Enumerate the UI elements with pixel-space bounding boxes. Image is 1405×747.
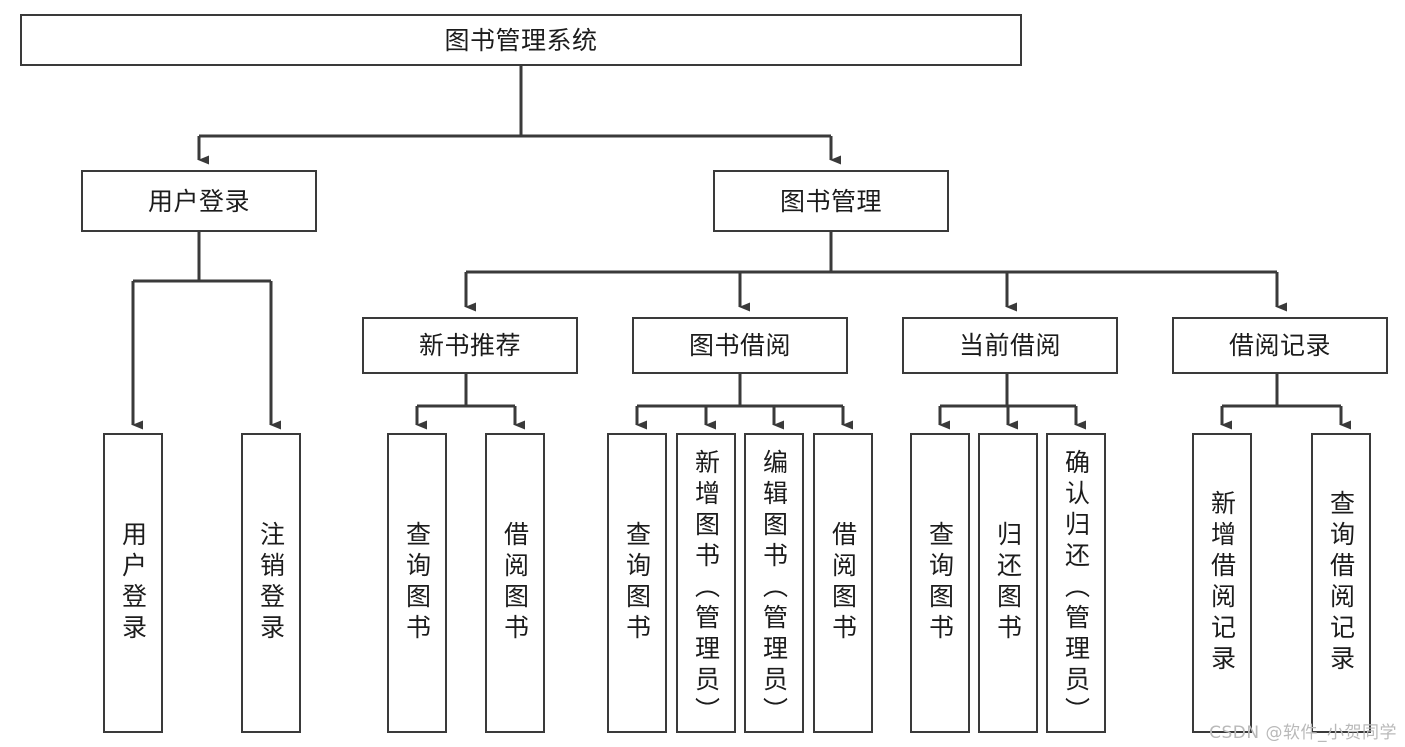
node-new-book-recommend[interactable]: 新书推荐 [362,317,578,374]
node-label: 编辑图书（管理员） [759,449,789,728]
node-label: 图书管理 [779,186,882,216]
node-label: 图书管理系统 [444,25,598,55]
node-book-borrow[interactable]: 图书借阅 [632,317,848,374]
node-user-login[interactable]: 用户登录 [81,170,317,232]
node-label: 借阅图书 [500,521,530,645]
node-leaf-query-book-3[interactable]: 查询图书 [910,433,970,733]
node-leaf-query-book-2[interactable]: 查询图书 [607,433,667,733]
node-label: 图书借阅 [688,331,791,360]
node-leaf-return-book[interactable]: 归还图书 [978,433,1038,733]
node-label: 查询借阅记录 [1326,490,1356,676]
node-leaf-query-book-1[interactable]: 查询图书 [387,433,447,733]
node-label: 注销登录 [256,521,286,645]
node-label: 新书推荐 [418,331,521,360]
node-leaf-confirm-return[interactable]: 确认归还（管理员） [1046,433,1106,733]
node-label: 用户登录 [118,521,148,645]
node-current-borrow[interactable]: 当前借阅 [902,317,1118,374]
node-leaf-user-logout[interactable]: 注销登录 [241,433,301,733]
node-label: 借阅图书 [828,521,858,645]
node-label: 查询图书 [622,521,652,645]
node-label: 用户登录 [147,186,250,216]
node-label: 新增图书（管理员） [691,449,721,728]
node-root-book-management-system[interactable]: 图书管理系统 [20,14,1022,66]
csdn-watermark: CSDN @软件_小贺同学 [1209,723,1397,743]
node-leaf-user-login[interactable]: 用户登录 [103,433,163,733]
node-label: 当前借阅 [958,331,1061,360]
node-leaf-query-record[interactable]: 查询借阅记录 [1311,433,1371,733]
node-borrow-record[interactable]: 借阅记录 [1172,317,1388,374]
node-leaf-borrow-book-2[interactable]: 借阅图书 [813,433,873,733]
node-leaf-edit-book[interactable]: 编辑图书（管理员） [744,433,804,733]
node-label: 查询图书 [925,521,955,645]
node-leaf-add-book[interactable]: 新增图书（管理员） [676,433,736,733]
node-leaf-borrow-book-1[interactable]: 借阅图书 [485,433,545,733]
node-label: 归还图书 [993,521,1023,645]
node-label: 新增借阅记录 [1207,490,1237,676]
node-label: 查询图书 [402,521,432,645]
node-label: 借阅记录 [1228,331,1331,360]
node-leaf-add-record[interactable]: 新增借阅记录 [1192,433,1252,733]
node-book-management[interactable]: 图书管理 [713,170,949,232]
node-label: 确认归还（管理员） [1061,449,1091,728]
